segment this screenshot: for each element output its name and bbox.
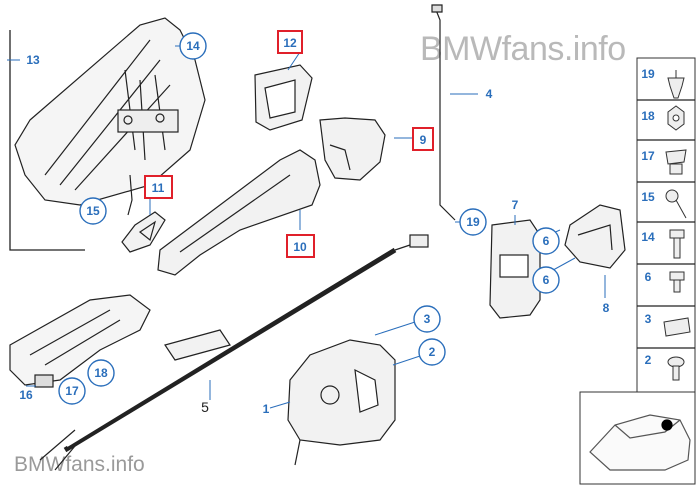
sidebar-label-14: 14 <box>641 230 655 244</box>
callout-circle-15 <box>79 197 107 225</box>
callout-circle-3 <box>413 305 441 333</box>
callout-15: 15 <box>86 204 100 218</box>
callout-6a: 6 <box>543 234 550 248</box>
inner-handle-part <box>9 294 151 388</box>
handle-cover-part <box>254 64 313 131</box>
short-bolt-icon <box>669 271 685 293</box>
callout-17: 17 <box>65 384 79 398</box>
sidebar-label-17: 17 <box>641 149 655 163</box>
callout-circle-17 <box>58 377 86 405</box>
round-head-screw-icon <box>667 356 685 381</box>
callout-19: 19 <box>466 215 480 229</box>
callout-circle-6a <box>532 227 560 255</box>
lock-cap-part <box>319 117 386 181</box>
watermark-top: BMWfans.info <box>420 30 626 68</box>
outer-handle-part <box>157 149 321 276</box>
hex-nut-icon <box>667 105 685 131</box>
callout-3: 3 <box>424 312 431 326</box>
callout-16: 16 <box>19 388 33 402</box>
screw-icon <box>665 189 687 219</box>
callout-circle-18 <box>87 359 115 387</box>
highlight-box-12 <box>277 30 303 54</box>
callout-2: 2 <box>429 345 436 359</box>
sidebar-label-18: 18 <box>641 109 655 123</box>
sidebar-label-2: 2 <box>645 353 652 367</box>
highlight-box-11 <box>144 175 173 199</box>
watermark-bottom: BMWfans.info <box>14 453 145 476</box>
striker-part <box>564 204 626 269</box>
callout-18: 18 <box>94 366 108 380</box>
gasket-part <box>121 211 166 253</box>
callout-circle-14 <box>179 32 207 60</box>
striker-plate-part <box>489 219 541 319</box>
highlight-box-9 <box>412 127 434 151</box>
grommet-icon <box>663 317 691 337</box>
callout-12: 12 <box>283 36 297 50</box>
callout-5: 5 <box>201 399 209 415</box>
bowden-cable-part <box>39 234 429 471</box>
door-lock-part <box>287 339 396 466</box>
callout-10: 10 <box>293 240 307 254</box>
callout-7: 7 <box>512 198 519 212</box>
highlight-box-10 <box>286 234 315 258</box>
callout-circle-6b <box>532 266 560 294</box>
callout-9: 9 <box>420 133 427 147</box>
callout-1: 1 <box>263 402 270 416</box>
sidebar-label-6: 6 <box>645 270 652 284</box>
callout-6b: 6 <box>543 273 550 287</box>
parts-sidebar <box>636 57 696 395</box>
clip-nut-icon <box>665 149 687 175</box>
callout-13: 13 <box>26 53 40 67</box>
callout-circle-19 <box>459 208 487 236</box>
lock-rod-part <box>431 4 456 221</box>
sidebar-label-19: 19 <box>641 67 655 81</box>
pin-clip-icon <box>667 70 685 99</box>
callout-8: 8 <box>603 301 610 315</box>
callout-11: 11 <box>152 181 165 195</box>
handle-carrier-part <box>9 17 206 251</box>
bolt-icon <box>669 229 685 259</box>
callout-circle-2 <box>418 338 446 366</box>
car-location-icon <box>579 391 696 485</box>
sidebar-label-15: 15 <box>641 190 655 204</box>
callout-14: 14 <box>186 39 200 53</box>
sidebar-label-3: 3 <box>645 312 652 326</box>
callout-4: 4 <box>486 87 493 101</box>
